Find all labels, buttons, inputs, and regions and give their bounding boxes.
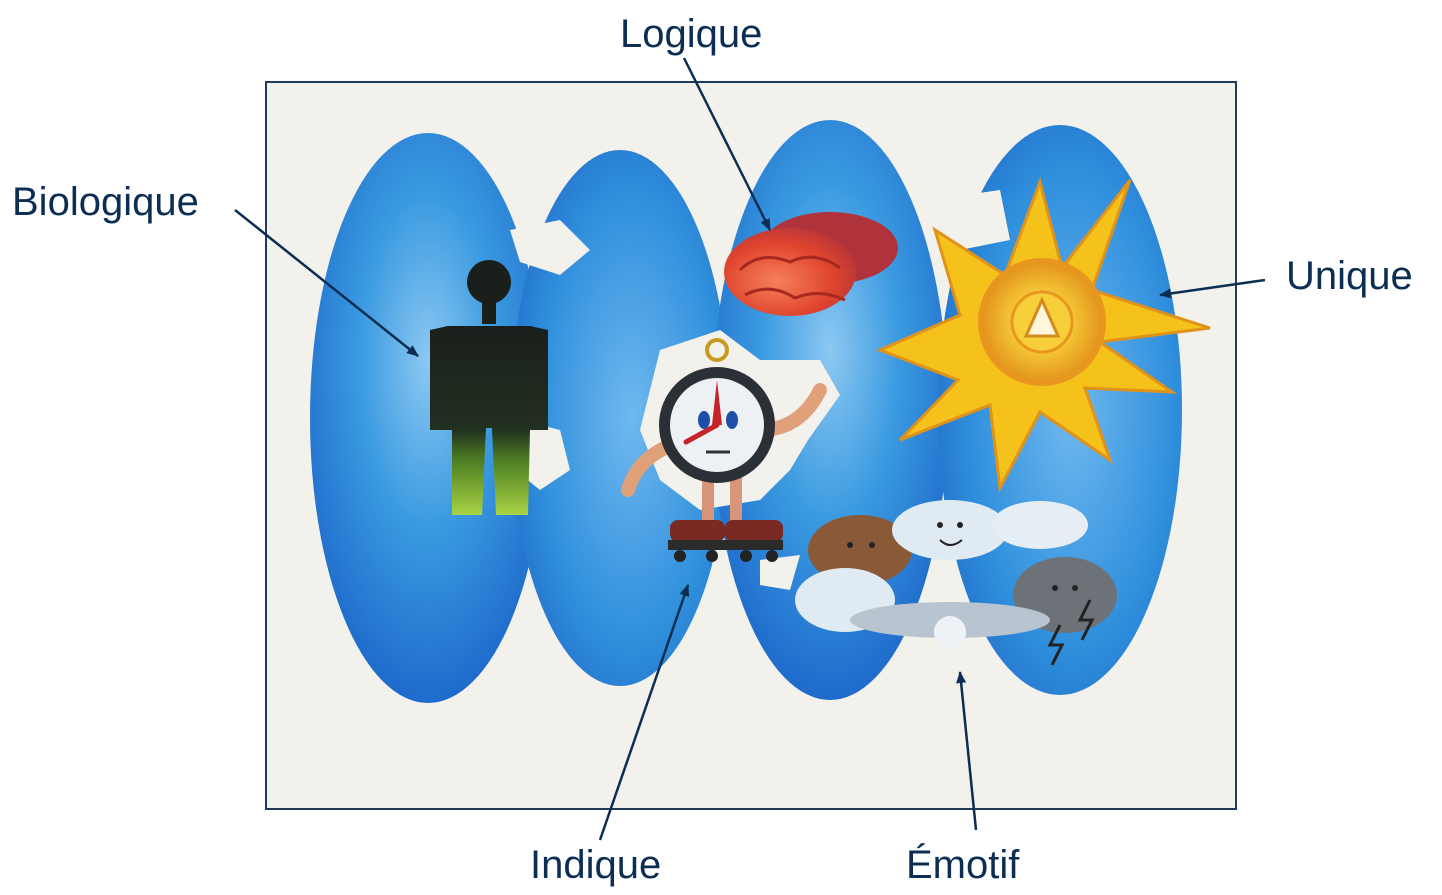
label-logique: Logique [620, 12, 763, 56]
arrow-emotif [956, 671, 978, 831]
arrow-indique [598, 584, 690, 841]
label-emotif: Émotif [906, 843, 1020, 887]
arrow-biologique [234, 209, 419, 357]
label-indique: Indique [530, 843, 662, 887]
callout-arrows [234, 57, 1266, 841]
brain [724, 212, 898, 316]
human-figure [430, 260, 548, 515]
painting [265, 81, 1237, 810]
arrow-unique [1159, 278, 1266, 299]
label-biologique: Biologique [12, 180, 199, 224]
sun [876, 177, 1211, 493]
label-unique: Unique [1286, 254, 1413, 298]
emotion-clouds [795, 500, 1117, 666]
arrow-logique [682, 57, 772, 231]
compass-character [621, 338, 827, 562]
